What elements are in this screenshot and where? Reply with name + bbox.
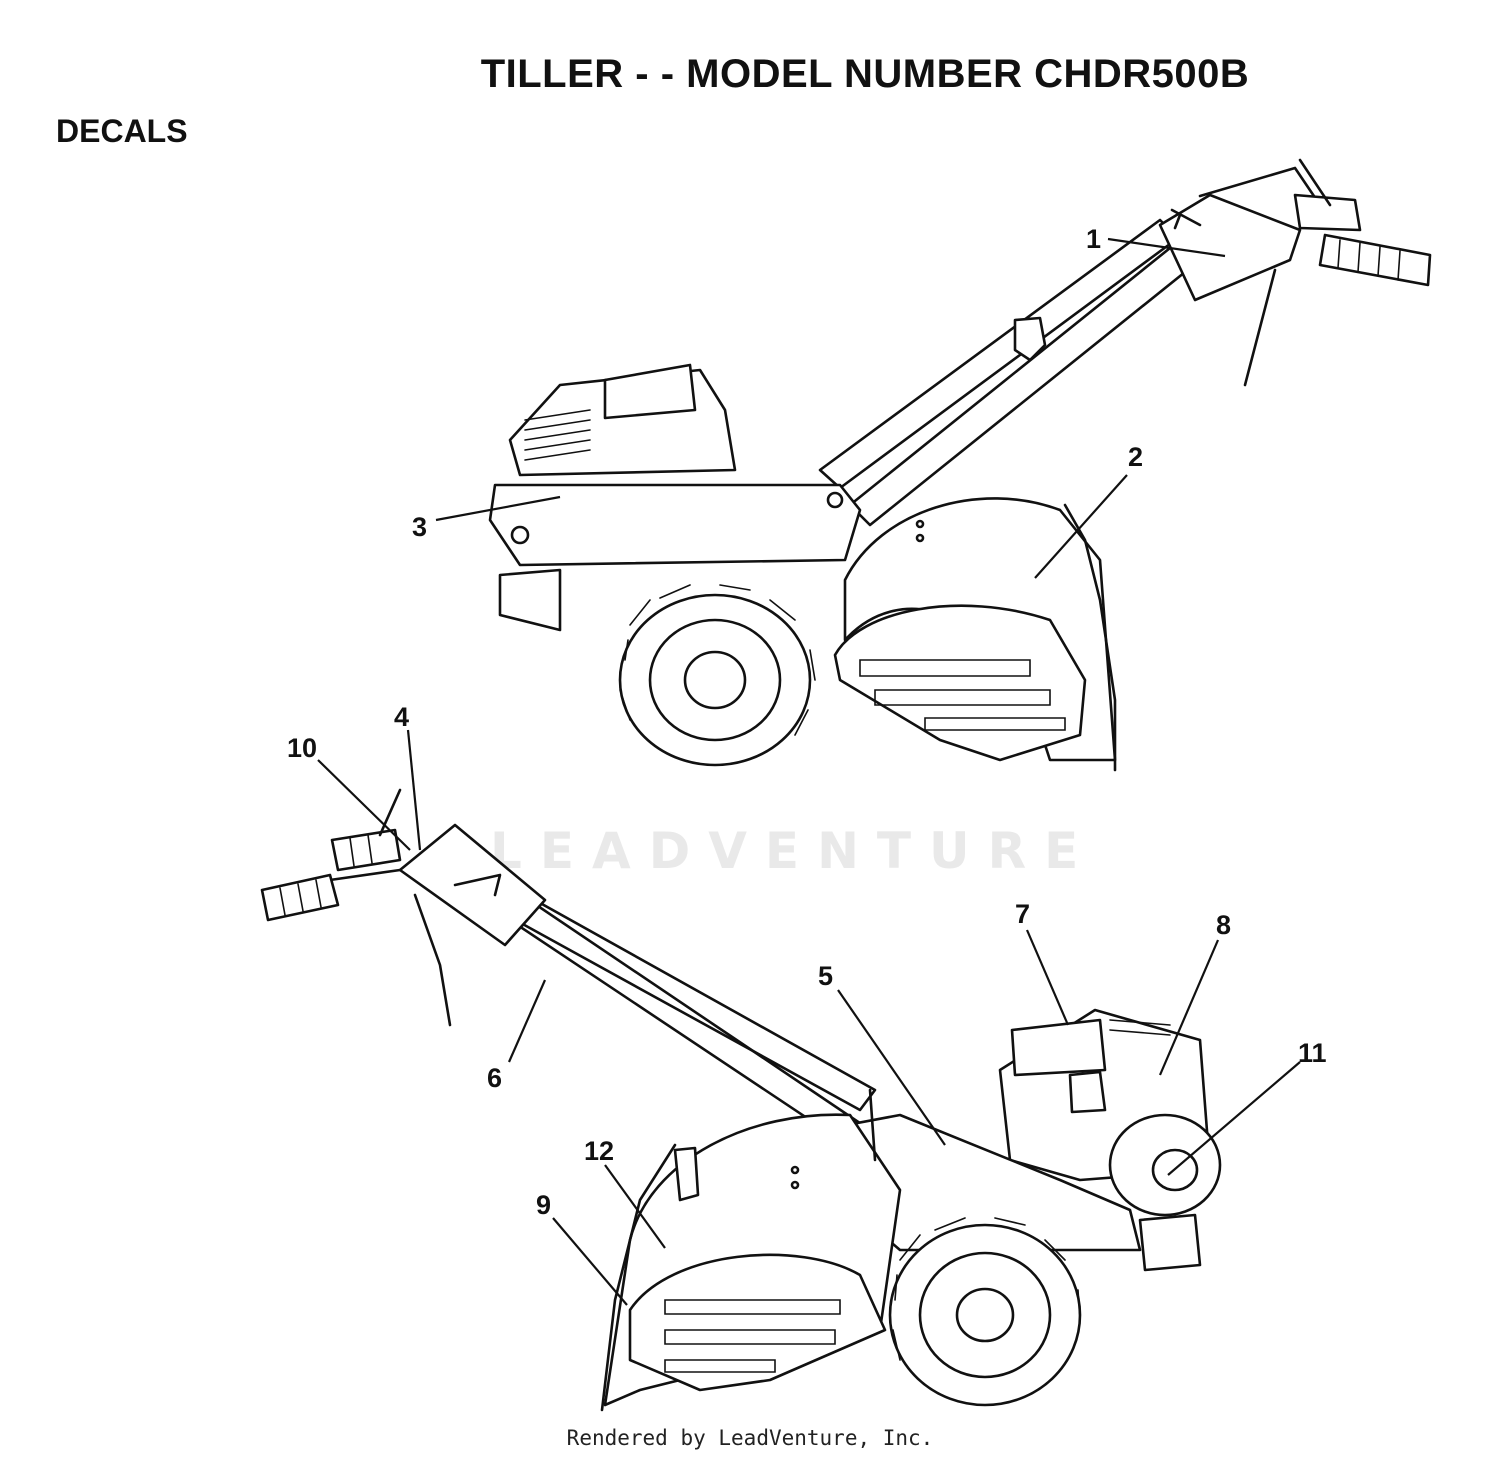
callout-3: 3	[412, 512, 427, 542]
callout-9: 9	[536, 1190, 551, 1220]
callout-11: 11	[1298, 1038, 1327, 1068]
callout-2: 2	[1128, 442, 1143, 472]
grip-upper-bottom	[330, 828, 402, 872]
page-title: TILLER - - MODEL NUMBER CHDR500B	[480, 52, 1250, 96]
bolt-top-1	[510, 525, 530, 545]
callout-10: 10	[287, 733, 317, 763]
callout-5: 5	[818, 961, 833, 991]
shield-slot-bottom-3	[664, 1359, 776, 1373]
hood-flap-bottom	[600, 1143, 677, 1412]
section-label: DECALS	[56, 113, 188, 149]
grip-ridges-top	[1337, 239, 1401, 281]
side-shield-bottom	[628, 1253, 887, 1392]
wheel-rim-bottom	[918, 1251, 1052, 1379]
leader-12	[604, 1164, 666, 1249]
leader-8	[1158, 939, 1220, 1076]
tiller-bottom-view	[260, 788, 1222, 1412]
wheel-hub-top	[683, 650, 747, 710]
callout-1: 1	[1086, 224, 1101, 254]
depth-bar-clip-top	[1013, 316, 1047, 362]
callout-7: 7	[1015, 899, 1030, 929]
lever-clip-top	[1170, 208, 1202, 230]
rivet-bottom-1	[790, 1165, 800, 1175]
shield-slot-bottom-2	[664, 1329, 836, 1345]
rivet-top-1	[915, 519, 925, 529]
air-cleaner-bottom	[1010, 1018, 1107, 1077]
side-shield-top	[833, 604, 1087, 762]
handle-bar-top-inner	[818, 218, 1180, 490]
shield-slot-bottom-1	[664, 1299, 841, 1315]
handle-bar-top	[848, 238, 1202, 527]
leader-11	[1167, 1061, 1301, 1176]
handle-panel-top	[1158, 193, 1302, 302]
control-levers-top	[1243, 158, 1332, 387]
shield-slot-top-2	[874, 689, 1051, 706]
watermark: LEADVENTURE	[490, 822, 1097, 880]
depth-bar-clip-bottom	[673, 1146, 700, 1202]
tiller-top-view	[488, 158, 1432, 772]
wheel-rim-top	[648, 618, 782, 742]
callout-8: 8	[1216, 910, 1231, 940]
grip-upper-top	[1293, 193, 1362, 232]
shift-lever-bottom	[868, 1088, 877, 1162]
callout-12: 12	[584, 1136, 614, 1166]
leader-3	[435, 495, 561, 522]
rivet-top-2	[915, 533, 925, 543]
starter-hub-bottom	[1151, 1148, 1199, 1192]
wheel-hub-bottom	[955, 1287, 1015, 1343]
bolt-top-2	[826, 491, 844, 509]
leader-1	[1107, 237, 1226, 258]
leader-6	[507, 979, 547, 1063]
callout-6: 6	[487, 1063, 502, 1093]
mount-bracket-bottom	[1138, 1213, 1202, 1272]
tire-treads-top	[619, 584, 816, 736]
belt-cover-top	[488, 483, 862, 567]
handle-panel-bottom	[398, 823, 547, 947]
grip-lower-top	[1318, 233, 1432, 287]
leader-4	[406, 729, 422, 851]
handle-upper-top	[1198, 166, 1322, 207]
leader-10	[317, 759, 411, 851]
shield-slot-top-3	[924, 717, 1066, 731]
recoil-starter-bottom	[1108, 1113, 1222, 1217]
grip-ridges-bottom	[279, 834, 373, 916]
control-levers-bottom	[378, 788, 452, 1027]
callout-labels: 1 2 3 4 5 6 7 8 9 10 11 12	[287, 224, 1327, 1220]
rivet-bottom-2	[790, 1180, 800, 1190]
air-cleaner-top	[603, 363, 697, 420]
leader-9	[552, 1217, 628, 1306]
leader-2	[1034, 474, 1128, 579]
callout-4: 4	[394, 702, 409, 732]
engine-panel-bottom	[1068, 1070, 1107, 1114]
footer-credit: Rendered by LeadVenture, Inc.	[566, 1426, 934, 1450]
engine-fins-top	[524, 409, 591, 461]
shield-slot-top-1	[859, 659, 1031, 677]
leader-5	[837, 989, 946, 1146]
leader-7	[1025, 929, 1070, 1026]
mount-bracket-top	[498, 568, 562, 632]
lever-clip-bottom	[453, 873, 502, 897]
tire-treads-bottom	[892, 1217, 1081, 1361]
callout-leaders	[317, 237, 1301, 1306]
engine-fins-bottom	[1109, 1019, 1171, 1036]
